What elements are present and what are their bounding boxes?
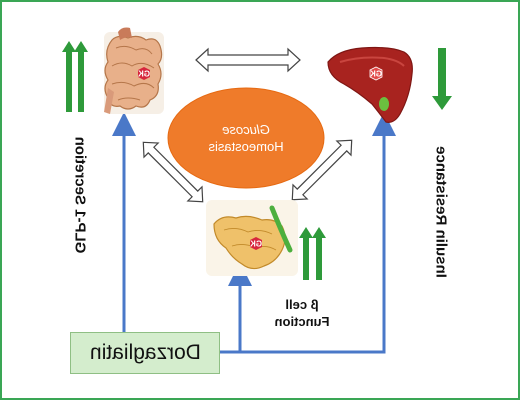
dorzagliatin-box: Dorzagliatin [70,332,220,374]
intestine-icon: GK [104,27,164,114]
connector-to-pancreas [218,262,252,354]
insulin-down-arrow [432,48,452,110]
arrow-intestine-pancreas [142,141,204,203]
beta-line-2: Function [274,314,330,329]
up-arrow-icon [62,41,76,112]
up-arrow-icon [312,227,326,280]
svg-text:GK: GK [370,70,382,79]
up-arrow-icon [299,227,313,280]
gk-badge-icon [369,66,383,81]
dorzagliatin-label: Dorzagliatin [89,341,201,364]
beta-cell-function-label: β cell Function [262,296,342,330]
glp1-up-arrows [62,41,88,112]
arrow-liver-pancreas [291,139,353,201]
center-line-1: Glucose [222,122,270,137]
arrow-intestine-liver [195,47,301,73]
gk-badge-icon [250,237,262,250]
down-arrow-icon [432,48,452,110]
glucose-homeostasis-label: Glucose Homeostasis [166,92,326,184]
pancreas-icon: GK [206,200,298,276]
glp1-secretion-label: GLP-1 Secretion [71,136,89,254]
insulin-resistance-label: Insulin Resistance [432,146,450,278]
glucose-homeostasis-ellipse [167,87,325,189]
liver-icon: GK [327,46,413,123]
beta-up-arrows [299,227,326,280]
svg-text:GK: GK [250,240,262,249]
up-arrow-icon [74,41,88,112]
hollow-arrows [142,47,353,203]
svg-text:GK: GK [138,70,150,79]
center-line-2: Homeostasis [208,139,284,154]
gk-badge-icon [138,67,150,80]
connector-to-liver [240,112,396,354]
beta-line-1: β cell [285,297,319,312]
drug-connectors [112,112,396,354]
